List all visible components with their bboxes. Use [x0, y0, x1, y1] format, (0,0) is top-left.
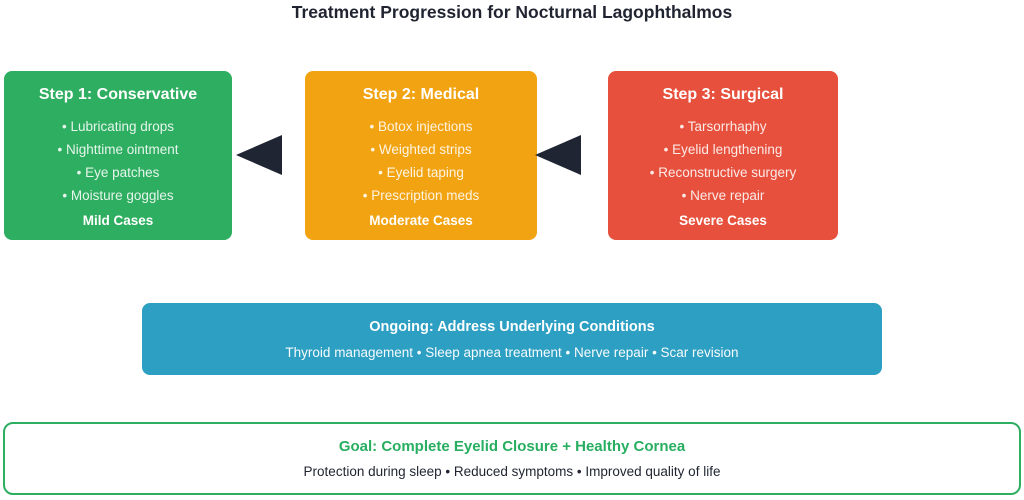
list-item: • Lubricating drops [61, 119, 175, 134]
list-item: • Botox injections [369, 119, 473, 134]
list-item: • Moisture goggles [62, 188, 174, 203]
step-3-title: Step 3: Surgical [662, 86, 784, 103]
goal-box: Goal: Complete Eyelid Closure + Healthy … [3, 422, 1021, 495]
goal-title: Goal: Complete Eyelid Closure + Healthy … [338, 438, 686, 455]
step-3-item-list: • Tarsorrhaphy • Eyelid lengthening • Re… [608, 115, 838, 207]
step-2-severity-label: Moderate Cases [369, 213, 473, 228]
arrow-left-icon [236, 135, 282, 175]
step-1-title: Step 1: Conservative [38, 86, 198, 103]
list-item: • Nerve repair [681, 188, 765, 203]
list-item: • Prescription meds [362, 188, 480, 203]
goal-subtitle: Protection during sleep • Reduced sympto… [303, 464, 721, 479]
step-1-severity-label: Mild Cases [82, 213, 154, 228]
ongoing-title: Ongoing: Address Underlying Conditions [369, 318, 655, 335]
list-item: • Weighted strips [370, 142, 472, 157]
step-2-title: Step 2: Medical [362, 86, 480, 103]
step-3-severity-label: Severe Cases [679, 213, 767, 228]
list-item: • Nighttime ointment [57, 142, 179, 157]
list-item: • Tarsorrhaphy [679, 119, 767, 134]
ongoing-conditions-box: Ongoing: Address Underlying Conditions T… [142, 303, 882, 375]
ongoing-subtitle: Thyroid management • Sleep apnea treatme… [285, 344, 739, 360]
list-item: • Eyelid lengthening [663, 142, 783, 157]
step-1-conservative-box: Step 1: Conservative • Lubricating drops… [4, 71, 232, 240]
list-item: • Reconstructive surgery [649, 165, 797, 180]
step-2-medical-box: Step 2: Medical • Botox injections • Wei… [305, 71, 537, 240]
list-item: • Eye patches [76, 165, 160, 180]
step-2-item-list: • Botox injections • Weighted strips • E… [305, 115, 537, 207]
step-3-surgical-box: Step 3: Surgical • Tarsorrhaphy • Eyelid… [608, 71, 838, 240]
diagram-title: Treatment Progression for Nocturnal Lago… [291, 2, 733, 22]
list-item: • Eyelid taping [378, 165, 464, 180]
step-1-item-list: • Lubricating drops • Nighttime ointment… [4, 115, 232, 207]
arrow-left-icon [535, 135, 581, 175]
